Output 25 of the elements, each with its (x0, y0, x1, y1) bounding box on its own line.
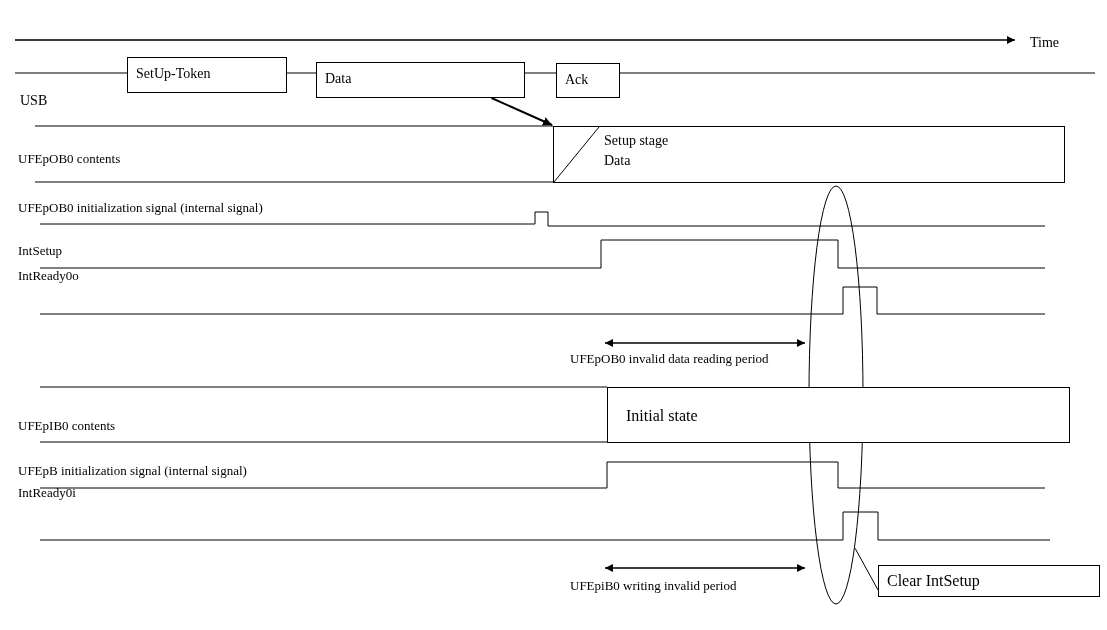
box-text: SetUp-Token (136, 66, 211, 81)
signal-label: IntReady0i (18, 485, 76, 500)
box-text: Setup stage Data (604, 132, 670, 170)
data-band (607, 387, 1070, 443)
arrow (490, 97, 553, 126)
signal-label: UFEpOB0 initialization signal (internal signal) (18, 200, 263, 215)
signal-label: IntSetup (18, 243, 63, 258)
axis-label: Time (1030, 35, 1060, 50)
packet-box (316, 62, 525, 98)
box-text: Ack (565, 72, 589, 87)
packet-box (556, 63, 620, 98)
box-text: Clear IntSetup (887, 573, 980, 588)
data-band (553, 126, 1065, 183)
signal-label: UFEpB initialization signal (internal signal) (18, 463, 247, 478)
signal-label: USB (20, 93, 48, 108)
period-label: UFEpOB0 invalid data reading period (570, 351, 769, 366)
signal-label: UFEpIB0 contents (18, 418, 116, 433)
box-text: Data (325, 71, 352, 86)
note-box (878, 565, 1100, 597)
period-label: UFEpiB0 writing invalid period (570, 578, 737, 593)
box-text: Initial state (626, 408, 698, 423)
packet-box (127, 57, 287, 93)
signal-label: IntReady0o (18, 268, 79, 283)
leader-line (854, 547, 879, 591)
signal-label: UFEpOB0 contents (18, 151, 121, 166)
